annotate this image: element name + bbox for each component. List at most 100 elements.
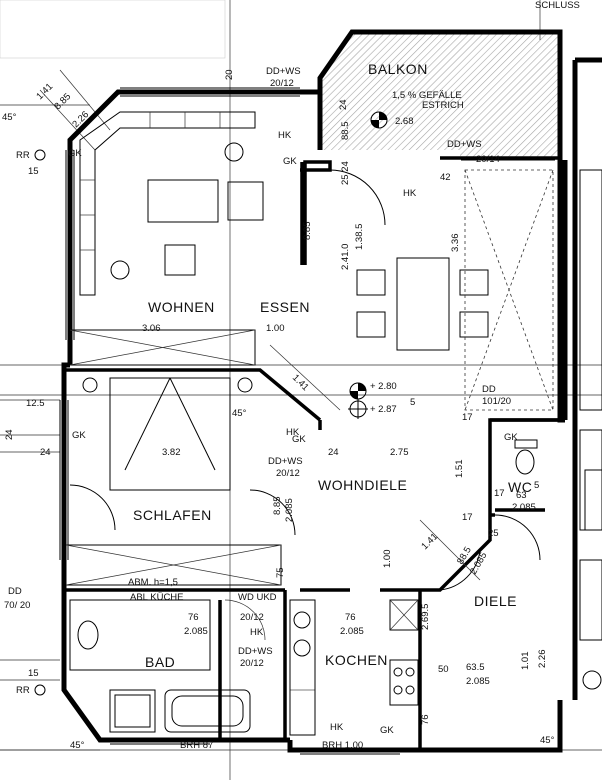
label-schluss: SCHLUSS	[535, 0, 580, 11]
dim-100b: 1.00	[382, 550, 393, 569]
dim-15b: 15	[28, 668, 39, 679]
label-wd-ukd: WD UKD	[238, 592, 277, 603]
dim-63: 63	[516, 490, 527, 501]
angle-label-4: 45°	[540, 735, 555, 746]
dim-2695: 2.69.5	[420, 604, 431, 630]
interior-walls	[64, 160, 565, 750]
dim-25: 25	[488, 528, 499, 539]
blank-corner	[0, 0, 226, 59]
label-dd-ws-balkon-size: 20/14	[476, 154, 500, 165]
dim-382: 3.82	[162, 447, 181, 458]
label-gk-4: GK	[292, 434, 306, 445]
label-hk-1: HK	[278, 130, 292, 141]
label-abl-kueche: ABL KÜCHE	[130, 592, 184, 603]
balkon-door-swing	[329, 169, 554, 411]
dim-125: 12.5	[26, 398, 45, 409]
dim-17c: 17	[494, 488, 505, 499]
dim-2085d: 2.085	[466, 676, 490, 687]
label-dd-ws-top-size: 20/12	[270, 78, 294, 89]
label-dd-ws-balkon: DD+WS	[447, 139, 482, 150]
label-hk-2: HK	[403, 188, 417, 199]
dim-885b: 88.5	[455, 545, 474, 567]
dim-1385: 1.38.5	[354, 224, 365, 250]
label-gk-2: GK	[283, 156, 297, 167]
dim-2085wc: 2.085	[512, 502, 536, 513]
dim-141b: 1.41	[419, 531, 440, 552]
room-label-kochen: KOCHEN	[325, 652, 388, 668]
label-rr-bottom: RR	[16, 685, 30, 696]
dim-885c: 8.85	[302, 222, 313, 241]
dim-306: 3.06	[142, 323, 161, 334]
label-dd-left: DD	[8, 586, 22, 597]
dim-24d: 24	[40, 447, 51, 458]
dim-885top: 88.5	[340, 122, 351, 141]
sofa	[79, 111, 256, 296]
windows	[59, 87, 555, 755]
label-dd-left-size: 70/ 20	[4, 600, 30, 611]
dim-2524: 25.24	[340, 161, 351, 185]
bed	[69, 377, 296, 536]
label-dd-ws-bad: DD+WS	[238, 646, 273, 657]
dining-table	[356, 257, 489, 351]
level-2875-sup: 5	[410, 397, 415, 408]
label-abm: ABM. h=1,5	[128, 577, 178, 588]
kitchen-fixtures	[289, 599, 419, 736]
coffee-table	[147, 179, 264, 276]
dim-100: 1.00	[266, 323, 285, 334]
label-hk-5: HK	[250, 627, 264, 638]
angle-label-1: 45°	[232, 408, 247, 419]
label-estrich: ESTRICH	[422, 100, 464, 111]
label-gk-6: GK	[504, 432, 518, 443]
label-dd-ws-mid: DD+WS	[268, 456, 303, 467]
angle-label-3: 45°	[70, 740, 85, 751]
room-label-wc: WC	[508, 479, 532, 495]
dim-76a: 76	[188, 612, 199, 623]
level-2875: + 2.87	[370, 404, 397, 415]
label-gk-5: GK	[380, 725, 394, 736]
room-label-essen: ESSEN	[260, 299, 310, 315]
label-dd-right: DD	[482, 384, 496, 395]
dim-275: 2.75	[390, 447, 409, 458]
dim-635: 63.5	[466, 662, 485, 673]
label-gefaelle: 1,5 % GEFÄLLE	[392, 90, 462, 101]
label-brh-2: BRH 1,00	[322, 740, 363, 751]
label-gk-1: GK	[68, 148, 82, 159]
dim-141top: 1.41	[34, 81, 55, 102]
dim-2085c: 2.085	[340, 626, 364, 637]
dim-885: 8.85	[272, 497, 283, 516]
dim-50: 50	[438, 664, 449, 675]
bathroom-fixtures	[69, 599, 266, 733]
dim-42: 42	[440, 172, 451, 183]
dim-76c: 76	[420, 714, 431, 725]
angle-label-2: 45°	[2, 112, 17, 123]
label-dd-right-size: 101/20	[482, 396, 511, 407]
dim-141a: 1.41	[290, 372, 311, 393]
dim-2085b: 2.085	[184, 626, 208, 637]
label-dd-ws-bad-size: 20/12	[240, 658, 264, 669]
dim-2410: 2.41.0	[340, 244, 351, 270]
wardrobe-living	[69, 329, 256, 366]
dim-75: 75	[275, 567, 286, 578]
dim-17b: 17	[462, 512, 473, 523]
room-label-wohndiele: WOHNDIELE	[318, 477, 407, 493]
dim-2085a: 2.085	[284, 498, 295, 522]
level-markers	[34, 111, 388, 696]
dim-15a: 15	[28, 166, 39, 177]
room-label-balkon: BALKON	[368, 61, 428, 77]
dim-17a: 17	[462, 412, 473, 423]
diagonal-dimensions	[269, 344, 481, 581]
wc-fixtures	[439, 439, 602, 591]
label-wd-ukd-size: 20/12	[240, 612, 264, 623]
dim-24c: 24	[4, 429, 15, 440]
dim-151: 1.51	[454, 460, 465, 479]
room-label-schlafen: SCHLAFEN	[133, 507, 212, 523]
label-dd-ws-mid-size: 20/12	[276, 468, 300, 479]
label-gk-3: GK	[72, 430, 86, 441]
label-hk-3: HK	[286, 427, 300, 438]
dim-24b: 24	[338, 99, 349, 110]
level-280: + 2.80	[370, 381, 397, 392]
label-hk-4: HK	[330, 722, 344, 733]
dim-885d: 8.85	[52, 91, 73, 112]
dim-226: 2.26	[537, 650, 548, 669]
